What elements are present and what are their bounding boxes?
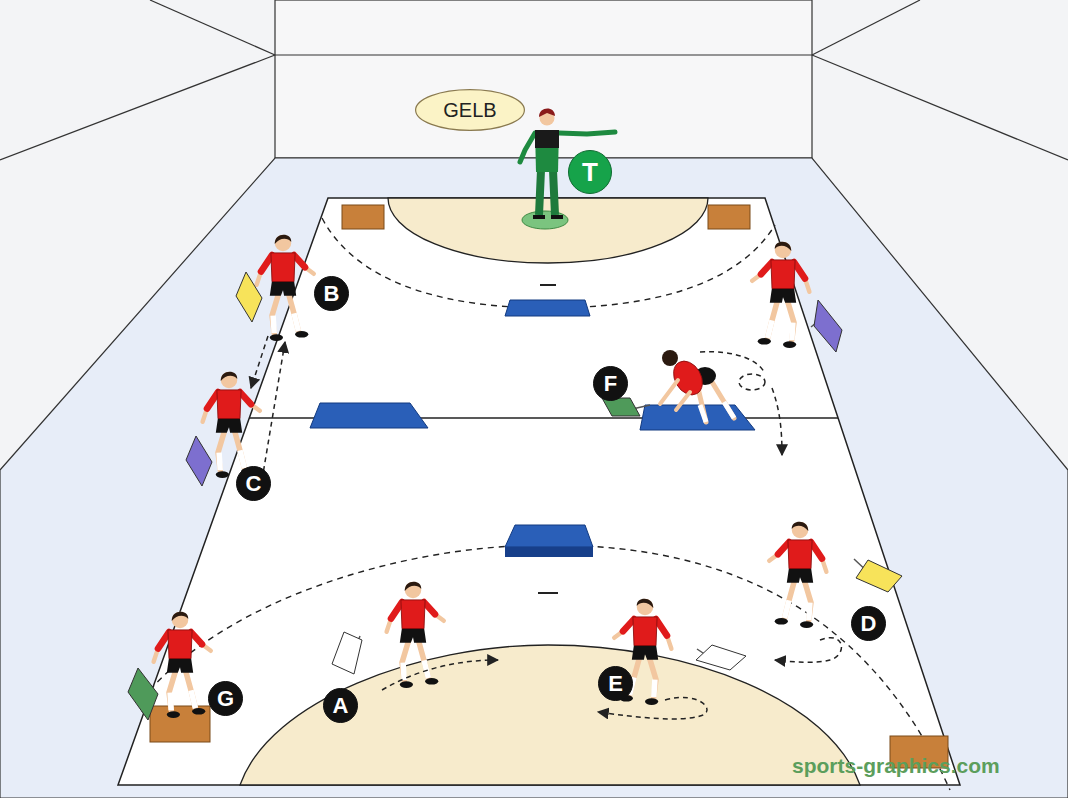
signal-flag [696,645,746,670]
player-callout: F [593,366,628,401]
player-callout: E [598,666,633,701]
node-ellipse [599,667,633,701]
node-label: E [608,673,623,695]
coach-arm [520,133,535,162]
node-ellipse [315,277,349,311]
vaulting-box [708,205,750,229]
signal-flag [128,668,158,720]
signal-flag [856,560,902,592]
court [118,198,960,785]
coach-leg [539,170,555,215]
goal-area [240,645,860,785]
run-path [739,374,765,390]
player-callout: B [314,276,349,311]
signal-flag [332,632,362,674]
penalty-mark [538,592,558,594]
wall-edge [150,0,275,55]
node-ellipse [852,607,886,641]
node-label: G [217,688,234,710]
gym-mat [505,300,590,316]
flag-stick [142,290,870,712]
run-path [262,342,285,480]
free-throw-line [322,218,775,308]
coach-shoe [533,215,563,219]
node-ellipse [594,367,628,401]
run-path [382,660,498,690]
gym-mat-side [505,547,593,557]
node-label: D [861,613,877,635]
player-callout: A [323,688,358,723]
player-arm [660,380,690,410]
run-path [700,352,764,372]
player-leg [698,382,734,422]
node-ellipse [324,689,358,723]
coach-spot [522,211,568,229]
signal-flag [814,300,842,352]
player-figure [154,612,211,718]
node-label: T [582,159,598,185]
run-path [772,388,782,455]
node-ellipse [209,682,243,716]
coach-arm [559,132,615,134]
player-callout: G [208,681,243,716]
coach-yoke [535,130,559,148]
signal-flag [236,272,262,322]
run-path [251,336,268,388]
node-label: F [604,373,617,395]
watermark: sports-graphics.com [792,754,1000,778]
player-sock [700,402,734,422]
instruction-oval: GELB [415,89,525,131]
player-figure [752,242,809,348]
node-label: C [246,473,262,495]
wall-edge [812,55,1068,160]
player-figure [257,235,314,341]
coach-marker: T [568,150,612,194]
gym-mat [640,405,755,430]
wall-edge [0,55,275,160]
coach-jacket [535,130,559,172]
player-callout: D [851,606,886,641]
player-figure [387,582,444,688]
wall-edge [275,54,812,55]
node-ellipse [237,467,271,501]
hall-floor [0,158,1068,798]
player-callout: C [236,466,271,501]
node-ellipse [569,151,612,194]
signal-flag [186,436,212,486]
back-wall [275,0,812,158]
vaulting-box [342,205,384,229]
node-ellipse [416,90,525,131]
wall-edge [812,0,920,55]
free-throw-line [150,545,950,790]
run-path [775,638,841,663]
gym-mat [505,525,593,547]
node-label: A [333,695,349,717]
player-head [662,350,678,366]
node-label: GELB [443,100,496,120]
gym-mat [310,403,428,428]
player-figure [769,522,826,628]
penalty-mark [540,284,556,286]
coach-cap [539,109,555,117]
node-label: B [324,283,340,305]
goal-area [388,198,708,263]
